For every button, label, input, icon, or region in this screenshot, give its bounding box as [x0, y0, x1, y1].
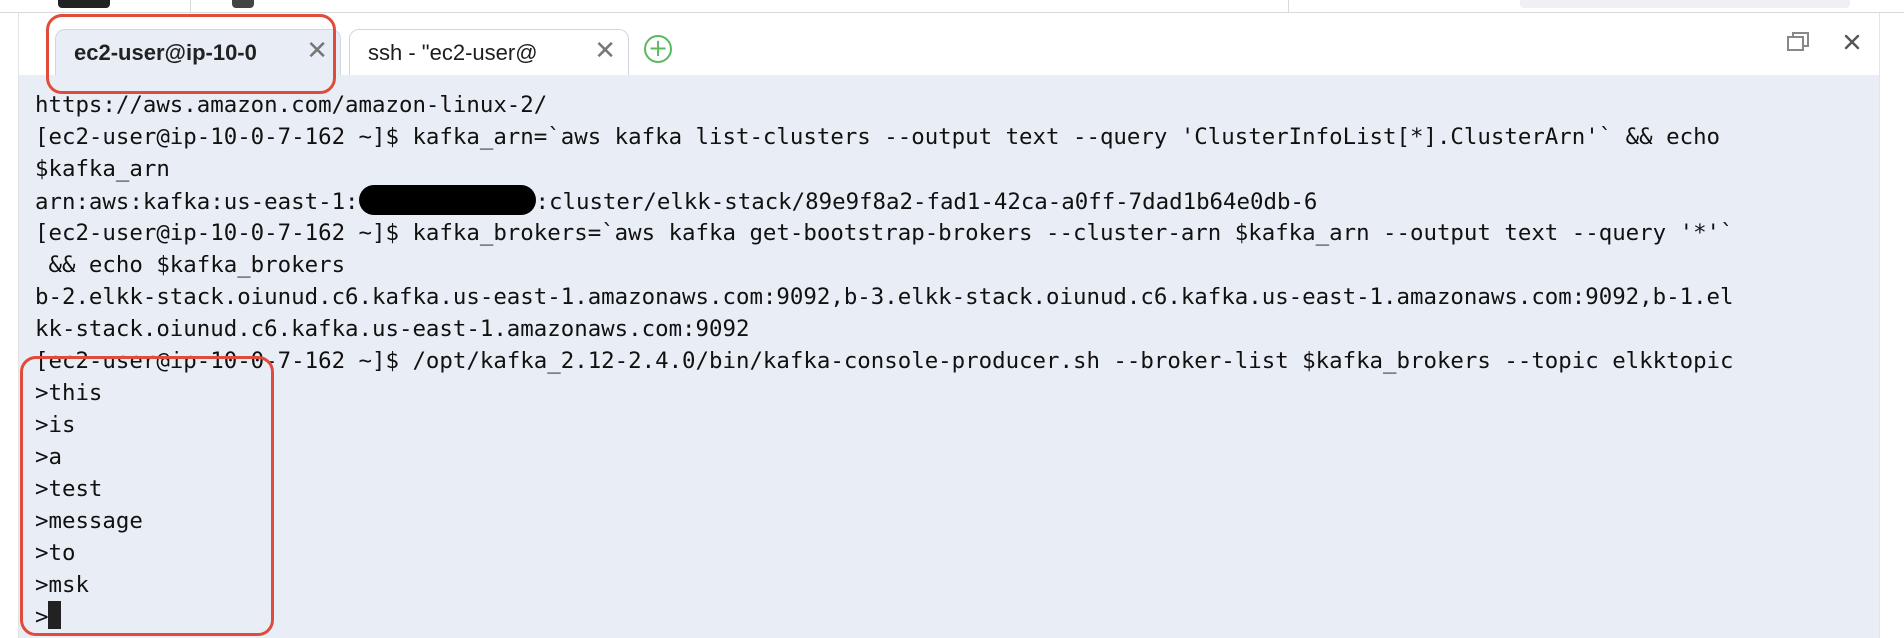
background-app-strip [0, 0, 1904, 13]
tab-close-icon[interactable]: ✕ [306, 36, 328, 66]
terminal-line: [ec2-user@ip-10-0-7-162 ~]$ /opt/kafka_2… [35, 348, 1734, 374]
terminal-line: kk-stack.oiunud.c6.kafka.us-east-1.amazo… [35, 316, 750, 342]
close-icon [1844, 34, 1860, 50]
terminal-window: ec2-user@ip-10-0 ✕ ssh - "ec2-user@ ✕ + … [18, 13, 1880, 638]
background-fragment [232, 0, 254, 8]
terminal-output[interactable]: https://aws.amazon.com/amazon-linux-2/ [e… [19, 75, 1879, 638]
terminal-line: >a [35, 444, 62, 470]
plus-circle-icon: + [647, 34, 669, 62]
terminal-line: && echo $kafka_brokers [35, 252, 346, 278]
terminal-line: >is [35, 412, 76, 438]
arn-prefix: arn:aws:kafka:us-east-1: [35, 189, 359, 215]
tab-label: ssh - "ec2-user@ [368, 39, 538, 65]
terminal-line-arn: arn:aws:kafka:us-east-1: :cluster/elkk-st… [35, 185, 1734, 217]
terminal-line: >message [35, 508, 143, 534]
tab-bar: ec2-user@ip-10-0 ✕ ssh - "ec2-user@ ✕ + [19, 13, 1879, 75]
background-cell [190, 0, 1289, 12]
redacted-account-id [358, 185, 536, 215]
terminal-line: b-2.elkk-stack.oiunud.c6.kafka.us-east-1… [35, 284, 1734, 310]
close-window-button[interactable] [1837, 27, 1867, 57]
restore-window-button[interactable] [1783, 27, 1813, 57]
restore-window-icon [1787, 32, 1809, 51]
terminal-line: $kafka_arn [35, 156, 170, 182]
background-fragment [58, 0, 110, 8]
tab-ssh-session[interactable]: ssh - "ec2-user@ ✕ [349, 29, 629, 75]
new-tab-button[interactable]: + [644, 35, 672, 63]
tab-label: ec2-user@ip-10-0 [74, 39, 257, 65]
terminal-line: [ec2-user@ip-10-0-7-162 ~]$ kafka_arn=`a… [35, 124, 1721, 150]
background-field [1520, 0, 1850, 8]
terminal-line: >to [35, 540, 76, 566]
prompt-marker: > [35, 604, 49, 630]
terminal-line: >msk [35, 572, 89, 598]
terminal-line: https://aws.amazon.com/amazon-linux-2/ [35, 92, 548, 118]
tab-ec2-user-session[interactable]: ec2-user@ip-10-0 ✕ [55, 29, 341, 75]
tab-close-icon[interactable]: ✕ [594, 36, 616, 66]
terminal-line: >this [35, 380, 103, 406]
terminal-line: [ec2-user@ip-10-0-7-162 ~]$ kafka_broker… [35, 220, 1734, 246]
terminal-line: >test [35, 476, 103, 502]
text-cursor [48, 601, 62, 629]
arn-suffix: :cluster/elkk-stack/89e9f8a2-fad1-42ca-a… [535, 189, 1318, 215]
terminal-prompt-line: > [35, 601, 1734, 633]
background-cell [0, 0, 191, 12]
